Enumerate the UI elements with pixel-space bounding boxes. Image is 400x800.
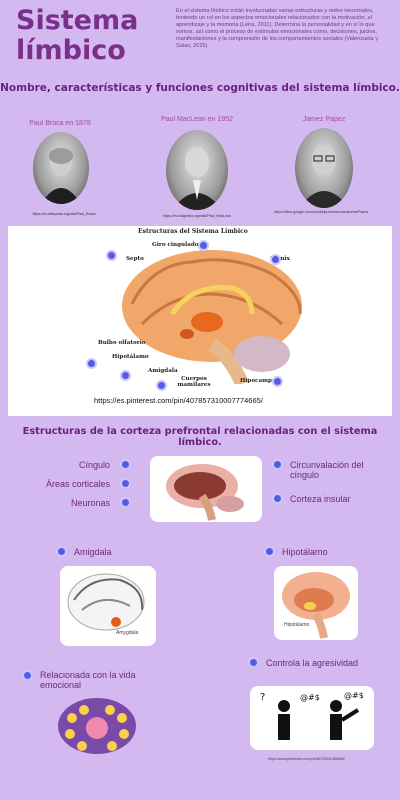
- label-amigdala-2: Amigdala: [74, 547, 112, 557]
- label-amigdala: Amigdala: [148, 368, 178, 374]
- label-hipocampo: Hipocampo: [240, 378, 276, 384]
- item-cingulo: Cíngulo: [78, 460, 110, 470]
- page-title: Sistema límbico: [16, 6, 138, 66]
- label-hipotalamo-2: Hipotálamo: [282, 547, 328, 557]
- item-neuronas: Neuronas: [70, 498, 110, 508]
- marker-hipotalamo-2[interactable]: [264, 546, 275, 557]
- marker-giro[interactable]: [198, 240, 209, 251]
- portrait-broca: [33, 132, 89, 204]
- aggression-source-link[interactable]: https://www.pinterest.com/pin/4672534148…: [268, 757, 345, 761]
- marker-neuronas[interactable]: [120, 497, 131, 508]
- marker-amigdala[interactable]: [120, 370, 131, 381]
- intro-text: En el sistema límbico están involucradas…: [176, 8, 378, 49]
- marker-amigdala-2[interactable]: [56, 546, 67, 557]
- label-agresividad: Controla la agresividad: [266, 658, 359, 668]
- diagram-title: Estructuras del Sistema Límbico: [138, 228, 248, 235]
- marker-emocional[interactable]: [22, 670, 33, 681]
- section2-heading: Estructuras de la corteza prefrontal rel…: [22, 426, 378, 448]
- svg-text:?: ?: [260, 692, 265, 703]
- title-line-1: Sistema: [16, 5, 139, 36]
- item-areas: Áreas corticales: [45, 479, 110, 489]
- svg-text:@#$: @#$: [344, 691, 364, 700]
- label-giro: Giro cingulado: [152, 242, 199, 248]
- section1-heading: Nombre, características y funciones cogn…: [0, 82, 400, 94]
- amigdala-image-label: Amygdala: [116, 630, 139, 636]
- portrait-label-papez: Jamez Papez: [302, 116, 346, 123]
- title-line-2: límbico: [16, 35, 126, 66]
- portrait-caption-broca: https://es.wikipedia.org/wiki/Paul_Broca: [32, 212, 96, 216]
- marker-hipotalamo[interactable]: [86, 358, 97, 369]
- emotions-image: [58, 698, 136, 754]
- marker-areas[interactable]: [120, 478, 131, 489]
- prefrontal-image: [150, 456, 262, 522]
- marker-fornix[interactable]: [270, 254, 281, 265]
- portrait-caption-maclean: https://es.wikipedia.org/wiki/Paul_MacLe…: [162, 214, 232, 218]
- diagram-source-link[interactable]: https://es.pinterest.com/pin/40785731000…: [94, 396, 263, 405]
- marker-cingulo[interactable]: [120, 459, 131, 470]
- label-septo: Septo: [126, 256, 144, 262]
- hipotalamo-image-label: Hipotálamo: [284, 622, 310, 628]
- portrait-caption-papez: https://sites.google.com/a/unirioja.es/n…: [274, 210, 369, 214]
- marker-cuerpos[interactable]: [156, 380, 167, 391]
- amigdala-image: Amygdala: [60, 566, 156, 646]
- label-cuerpos: Cuerpos mamilares: [177, 376, 211, 388]
- portrait-maclean: [166, 130, 228, 210]
- label-bulbo: Bulbo olfatorio: [98, 340, 146, 346]
- hipotalamo-image: Hipotálamo: [274, 566, 358, 640]
- marker-circunvalacion[interactable]: [272, 459, 283, 470]
- marker-corteza-insular[interactable]: [272, 493, 283, 504]
- aggression-image: @#$ @#$ ?: [250, 686, 374, 750]
- portrait-label-maclean: Paul MacLean en 1952: [161, 116, 233, 123]
- label-hipotalamo: Hipotálamo: [112, 354, 149, 360]
- item-circunvalacion: Circunvalación del cíngulo: [290, 460, 364, 480]
- marker-agresividad[interactable]: [248, 657, 259, 668]
- portrait-papez: [295, 128, 353, 208]
- svg-text:@#$: @#$: [300, 693, 320, 702]
- marker-hipocampo[interactable]: [272, 376, 283, 387]
- portrait-label-broca: Paul Broca en 1878: [29, 120, 91, 127]
- item-corteza-insular: Corteza insular: [290, 494, 351, 504]
- marker-septo[interactable]: [106, 250, 117, 261]
- brain-diagram: Estructuras del Sistema Límbico Giro cin…: [8, 226, 392, 416]
- brain-illustration: [122, 250, 302, 384]
- label-emocional: Relacionada con la vida emocional: [40, 670, 136, 690]
